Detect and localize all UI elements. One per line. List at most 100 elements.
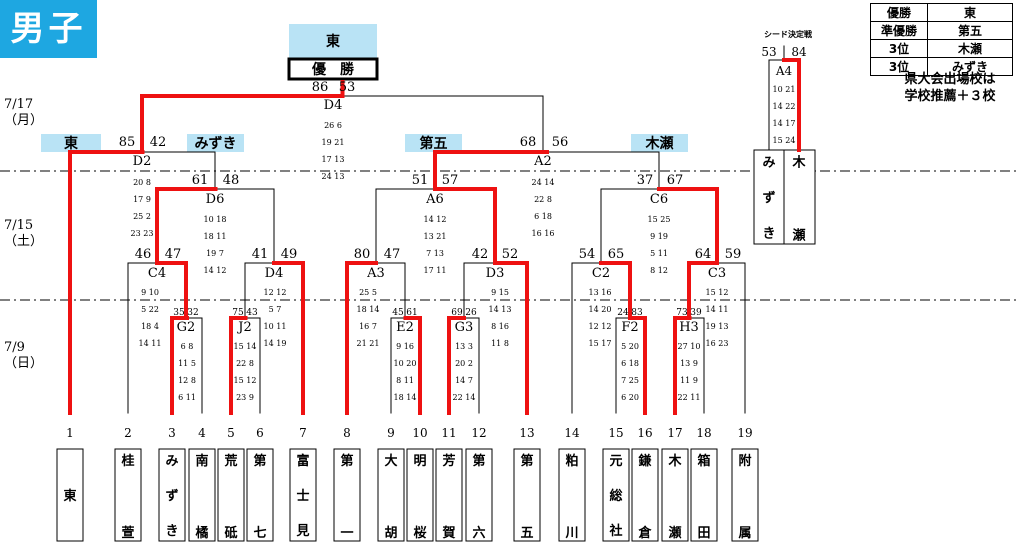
- seed-title: シード決定戦: [764, 29, 813, 39]
- team-name: 東: [63, 488, 76, 504]
- quarter-score: 14 11: [139, 339, 162, 348]
- team-name: 第: [472, 453, 485, 469]
- seed-quarter-score: 10 21: [773, 85, 796, 94]
- semifinal-box-4: [631, 134, 688, 152]
- quarter-score: 7 13: [426, 249, 444, 258]
- team-number: 16: [637, 426, 652, 440]
- semifinal-box-4-text: 木瀬: [645, 135, 674, 152]
- match-score-left: 86: [312, 80, 329, 95]
- match-score-left: 64: [695, 247, 712, 262]
- team-name: 鎌: [637, 453, 651, 469]
- match-score-right: 43: [246, 308, 258, 318]
- match-score-left: 54: [579, 247, 596, 262]
- team-name-box: [56, 448, 84, 542]
- quarter-score: 25 5: [359, 288, 377, 297]
- match-score-right: 53: [339, 80, 356, 95]
- team-name: 胡: [384, 525, 397, 541]
- quarter-score: 5 11: [650, 249, 668, 258]
- team-name: 桜: [413, 525, 426, 541]
- quarter-score: 24 13: [322, 172, 345, 181]
- team-name: 箱: [697, 453, 710, 469]
- team-number: 3: [168, 426, 176, 440]
- seed-score-right: 84: [791, 45, 807, 59]
- team-number: 5: [227, 426, 235, 440]
- match-score-right: 57: [442, 173, 459, 188]
- match-score-right: 39: [690, 308, 702, 318]
- match-score-left: 51: [412, 173, 429, 188]
- quarter-score: 6 18: [534, 212, 552, 221]
- quarter-score: 15 14: [234, 342, 257, 351]
- team-name-box: [690, 448, 718, 542]
- quarter-score: 11 8: [491, 339, 509, 348]
- match-score-right: 67: [667, 173, 684, 188]
- team-name: 七: [253, 526, 266, 541]
- quarter-score: 15 12: [234, 376, 257, 385]
- team-name-box: [158, 448, 186, 542]
- quarter-score: 11 5: [178, 359, 196, 368]
- champion-school: 東: [326, 33, 340, 50]
- semifinal-box-1-text: 東: [64, 135, 78, 152]
- semifinal-box-2-text: みずき: [195, 135, 237, 152]
- team-name-box: [246, 448, 274, 542]
- team-name: 第: [520, 453, 533, 469]
- quarter-score: 18 4: [141, 322, 159, 331]
- quarter-score: 14 12: [424, 215, 447, 224]
- team-name: 桂: [120, 453, 134, 469]
- seed-left-name: み: [762, 155, 775, 170]
- team-name-box: [513, 448, 541, 542]
- team-name: 瀬: [668, 525, 681, 541]
- quarter-score: 22 8: [534, 195, 552, 204]
- team-number: 2: [124, 426, 132, 440]
- quarter-score: 13 3: [455, 342, 473, 351]
- quarter-score: 5 22: [141, 305, 159, 314]
- seed-right-name: 木: [791, 154, 806, 170]
- quarter-score: 14 13: [489, 305, 512, 314]
- match-label: A3: [366, 266, 385, 281]
- date-label-semis: 7/15（土）: [4, 218, 44, 249]
- match-label: D6: [206, 192, 225, 207]
- match-score-left: 61: [192, 173, 209, 188]
- team-name: 倉: [637, 525, 652, 541]
- match-score-right: 56: [552, 135, 569, 150]
- seed-quarter-score: 14 22: [773, 102, 796, 111]
- quarter-score: 23 23: [131, 229, 154, 238]
- quarter-score: 9 19: [650, 232, 668, 241]
- legend-row: 3位みずき: [870, 57, 1013, 76]
- team-number: 12: [471, 426, 486, 440]
- match-score-right: 52: [502, 247, 519, 262]
- team-name-box: [602, 448, 630, 542]
- team-name: 明: [413, 454, 426, 469]
- match-score-right: 32: [187, 308, 198, 318]
- team-name: 社: [608, 523, 622, 539]
- champion-label: 優 勝: [311, 61, 355, 78]
- team-name-box: [731, 448, 759, 542]
- quarter-score: 11 9: [680, 376, 698, 385]
- quarter-score: 7 25: [621, 376, 639, 385]
- quarter-score: 16 23: [706, 339, 729, 348]
- seed-left-box: [753, 149, 785, 245]
- match-score-right: 49: [281, 247, 298, 262]
- team-name: 第: [340, 453, 353, 469]
- team-name: 萱: [121, 525, 134, 541]
- team-name: 砥: [224, 525, 237, 541]
- match-score-left: 75: [232, 308, 244, 318]
- match-score-left: 35: [173, 308, 185, 318]
- match-label: G2: [177, 320, 196, 335]
- team-name: 元: [609, 454, 622, 469]
- match-score-left: 41: [252, 247, 269, 262]
- team-number: 14: [564, 426, 580, 440]
- quarter-score: 6 18: [621, 359, 639, 368]
- quarter-score: 15 17: [589, 339, 612, 348]
- team-number: 7: [299, 426, 307, 440]
- team-name-box: [114, 448, 142, 542]
- match-label: F2: [621, 320, 638, 335]
- quarter-score: 15 12: [706, 288, 729, 297]
- team-number: 17: [667, 426, 682, 440]
- team-name: 賀: [441, 525, 455, 541]
- quarter-score: 14 11: [706, 305, 729, 314]
- match-score-right: 61: [406, 308, 417, 318]
- seed-left-name: ず: [762, 190, 775, 206]
- match-score-right: 59: [725, 247, 742, 262]
- match-score-right: 65: [608, 247, 625, 262]
- seed-left-name: き: [762, 227, 775, 242]
